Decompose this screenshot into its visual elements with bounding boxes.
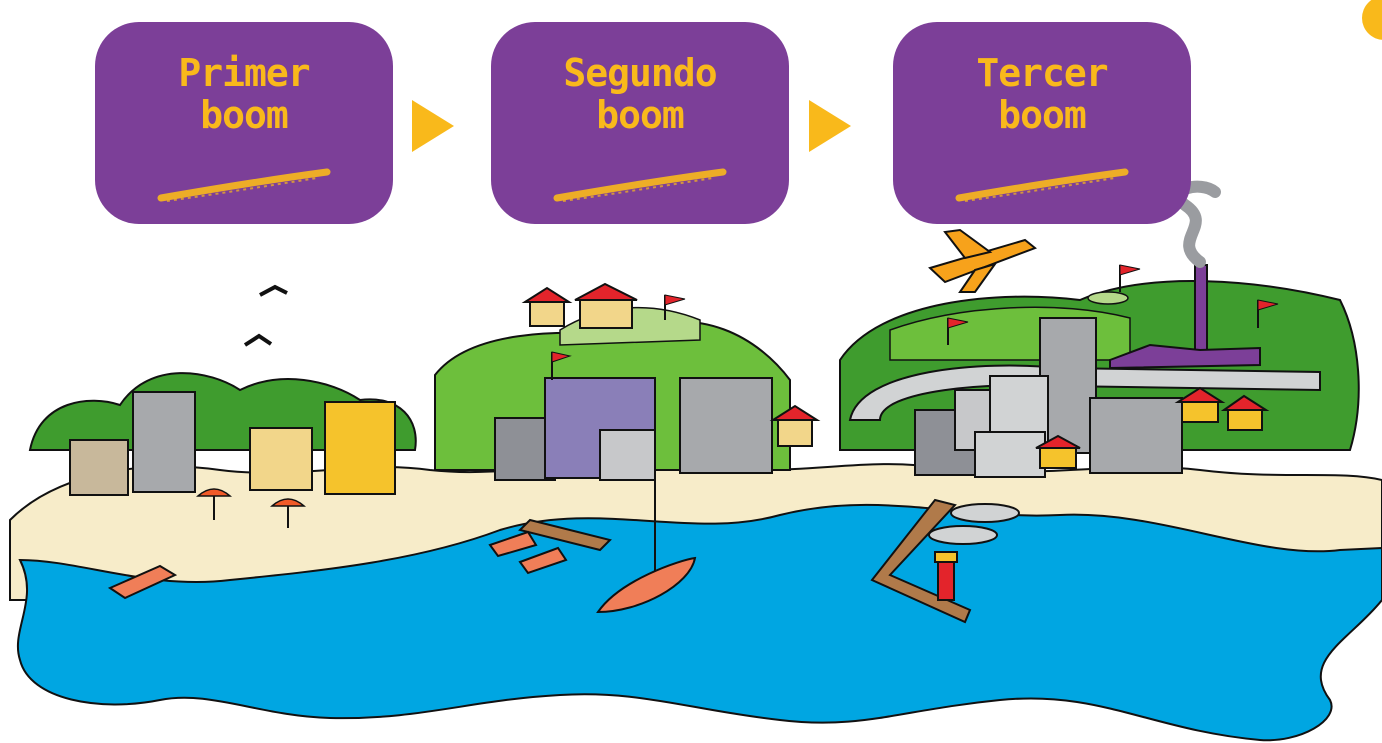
boat-icon xyxy=(488,530,538,558)
sea xyxy=(16,503,1382,742)
right-arrow-icon xyxy=(412,100,454,152)
second-boom-town xyxy=(434,282,821,481)
step-box-tercer: Tercer boom xyxy=(893,22,1191,224)
boat-icon xyxy=(950,503,1020,523)
step-label: Segundo boom xyxy=(563,51,717,137)
third-boom-town xyxy=(839,180,1360,478)
factory-chimney-icon xyxy=(1194,264,1208,356)
brush-stroke-icon xyxy=(553,168,727,202)
pier xyxy=(518,518,612,552)
step-box-primer: Primer boom xyxy=(95,22,393,224)
boat-icon xyxy=(928,525,998,545)
step-label: Tercer boom xyxy=(976,51,1108,137)
step-label: Primer boom xyxy=(178,51,310,137)
right-arrow-icon xyxy=(809,100,851,152)
bird-icon xyxy=(243,284,288,347)
step-box-segundo: Segundo boom xyxy=(491,22,789,224)
boat-icon xyxy=(518,546,568,575)
first-boom-town xyxy=(28,284,417,528)
airplane-icon xyxy=(928,228,1037,293)
flag-icon xyxy=(664,294,686,320)
sailboat-icon xyxy=(596,480,697,614)
umbrella-icon xyxy=(270,498,306,528)
boat-icon xyxy=(107,564,178,600)
corner-decoration xyxy=(1362,0,1382,40)
house-cluster xyxy=(1174,386,1270,431)
highway xyxy=(848,364,1321,421)
flag-icon xyxy=(947,317,969,345)
umbrella-icon xyxy=(196,488,232,520)
pier xyxy=(870,498,972,624)
flag-icon xyxy=(1257,299,1279,328)
flag-icon xyxy=(551,351,572,380)
flag-icon xyxy=(1119,264,1141,292)
brush-stroke-icon xyxy=(955,168,1129,202)
lighthouse-icon xyxy=(934,551,958,601)
brush-stroke-icon xyxy=(157,168,331,202)
